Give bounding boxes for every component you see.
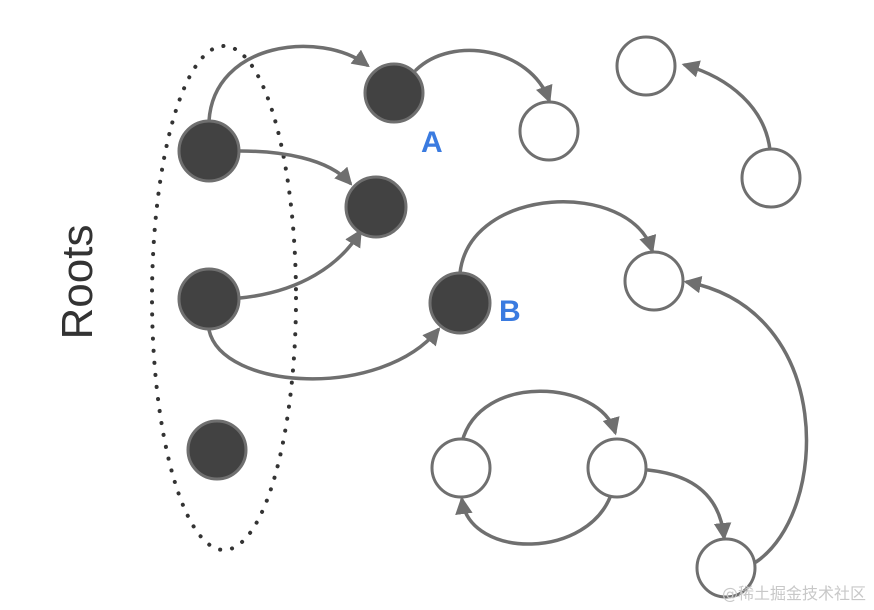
node-unreachable-1 [518,100,580,162]
roots-group-ellipse [150,44,298,552]
edge-n7-to-n6 [455,490,614,546]
node-reachable-2 [344,175,408,239]
edge-root2-to-n2 [238,229,362,300]
node-unreachable-7 [586,437,648,499]
edge-n6-to-n7 [460,389,620,444]
edge-root1-to-a [207,44,370,123]
edge-n5-to-n4 [681,60,772,152]
node-unreachable-3 [623,250,685,312]
edge-n8-to-n3 [683,276,809,564]
watermark-text: @稀土掘金技术社区 [721,584,866,603]
node-unreachable-5 [740,147,802,209]
node-b-label: B [499,295,521,328]
edge-b-to-n3 [458,200,657,275]
edge-root1-to-n2 [238,149,353,186]
node-a [363,62,425,124]
edge-a-to-n1 [414,48,553,104]
node-b [428,271,492,335]
edge-n7-to-n8 [646,468,732,541]
node-unreachable-8 [695,537,757,599]
node-unreachable-6 [430,437,492,499]
node-a-label: A [421,126,443,159]
root-node-2 [177,267,241,331]
node-unreachable-4 [615,35,677,97]
edge-root2-to-b [207,327,441,381]
roots-label: Roots [53,225,102,340]
root-node-1 [177,119,241,183]
root-node-3 [186,419,248,481]
